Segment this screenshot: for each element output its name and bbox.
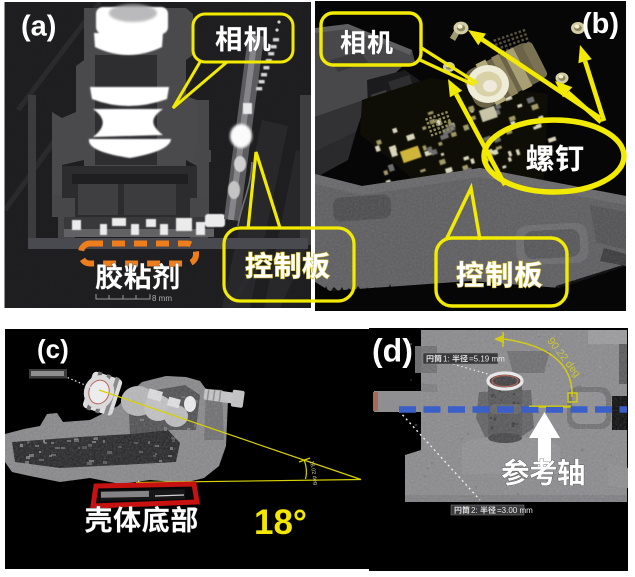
- svg-text:2:: 2:: [471, 506, 478, 515]
- svg-text:8 mm: 8 mm: [152, 294, 172, 303]
- svg-text:(c): (c): [37, 334, 69, 364]
- svg-text:1:: 1:: [443, 355, 450, 364]
- svg-text:(b): (b): [582, 8, 619, 40]
- svg-text:=3.00 mm: =3.00 mm: [497, 506, 533, 515]
- svg-text:(a): (a): [21, 11, 56, 43]
- svg-text:(d): (d): [372, 333, 413, 369]
- svg-text:=5.19 mm: =5.19 mm: [469, 355, 505, 364]
- svg-text:18°: 18°: [254, 503, 307, 542]
- svg-text:18.02 deg: 18.02 deg: [308, 460, 318, 485]
